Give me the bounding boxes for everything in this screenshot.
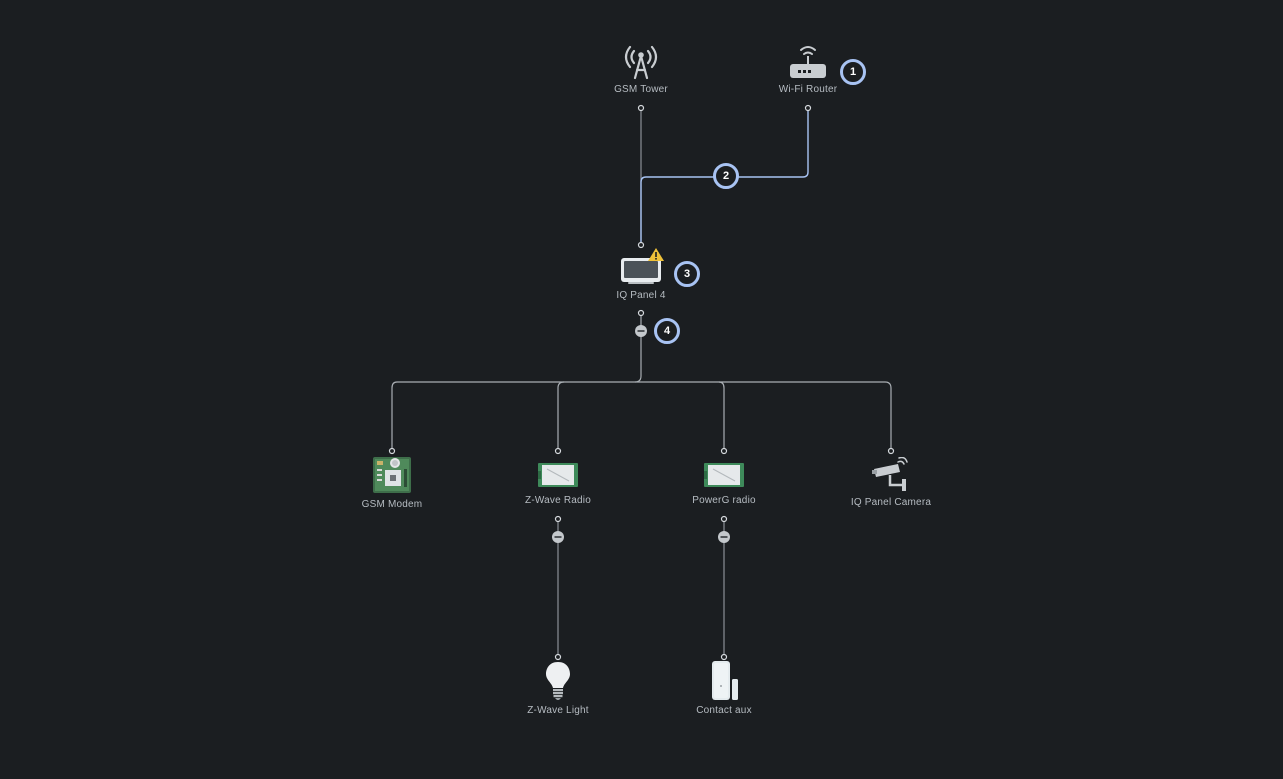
node-label: GSM Modem	[361, 499, 423, 510]
node-wifi-router[interactable]: Wi-Fi Router	[748, 44, 868, 95]
node-label: IQ Panel 4	[616, 290, 666, 301]
node-label: PowerG radio	[692, 495, 756, 506]
node-contact-aux[interactable]: Contact aux	[664, 661, 784, 716]
node-label: Contact aux	[696, 705, 752, 716]
port-dot	[804, 104, 812, 112]
link-gsm-modem	[391, 381, 398, 450]
port-dot	[720, 653, 728, 661]
radio-card-icon	[704, 463, 744, 487]
node-zwave-radio[interactable]: Z-Wave Radio	[498, 459, 618, 506]
port-dot	[720, 515, 728, 523]
node-label: Z-Wave Radio	[525, 495, 591, 506]
node-powerg-radio[interactable]: PowerG radio	[664, 459, 784, 506]
node-label: IQ Panel Camera	[850, 497, 932, 508]
collapse-toggle-panel[interactable]	[635, 325, 647, 337]
marker-2[interactable]: 2	[713, 163, 739, 189]
port-dot	[887, 447, 895, 455]
node-label: GSM Tower	[614, 84, 668, 95]
node-gsm-tower[interactable]: GSM Tower	[581, 44, 701, 95]
collapse-toggle-powerg[interactable]	[718, 531, 730, 543]
light-bulb-icon	[546, 662, 570, 700]
camera-icon	[872, 457, 908, 491]
link-panel-bus	[634, 314, 642, 383]
port-dot	[554, 447, 562, 455]
port-dot	[554, 653, 562, 661]
port-dot	[637, 104, 645, 112]
link-iq-camera	[884, 381, 892, 450]
panel-icon	[621, 248, 664, 284]
contact-sensor-icon	[712, 661, 738, 700]
link-powerg-radio	[718, 381, 725, 450]
collapse-toggle-zwave[interactable]	[552, 531, 564, 543]
radio-card-icon	[538, 463, 578, 487]
node-label: Wi-Fi Router	[778, 84, 838, 95]
node-zwave-light[interactable]: Z-Wave Light	[498, 661, 618, 716]
router-icon	[790, 46, 826, 78]
warning-icon	[648, 248, 664, 261]
port-dot	[388, 447, 396, 455]
port-dot	[637, 241, 645, 249]
node-iq-camera[interactable]: IQ Panel Camera	[831, 457, 951, 508]
modem-board-icon	[373, 457, 411, 493]
port-dot	[720, 447, 728, 455]
node-iq-panel[interactable]: IQ Panel 4	[581, 248, 701, 301]
marker-3[interactable]: 3	[674, 261, 700, 287]
node-gsm-modem[interactable]: GSM Modem	[332, 455, 452, 510]
marker-4[interactable]: 4	[654, 318, 680, 344]
link-zwave-radio	[557, 381, 565, 450]
port-dot	[554, 515, 562, 523]
cell-tower-icon	[624, 45, 658, 80]
marker-1[interactable]: 1	[840, 59, 866, 85]
node-label: Z-Wave Light	[527, 705, 589, 716]
port-dot	[637, 309, 645, 317]
